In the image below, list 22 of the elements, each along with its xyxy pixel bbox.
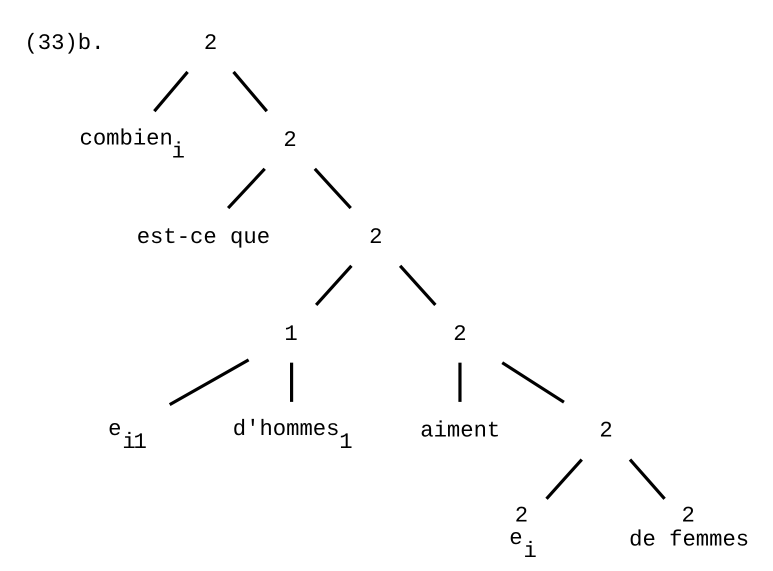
node-text: 2 (204, 30, 218, 56)
connector (458, 362, 462, 402)
connector (628, 458, 666, 500)
node-text: 2 (283, 127, 297, 154)
connector (226, 168, 266, 210)
label: (33)b. (24, 30, 104, 56)
node-text: 2 (453, 320, 467, 347)
node-text: 2 (599, 418, 613, 444)
node-text: aiment (420, 418, 500, 444)
connector (314, 168, 352, 210)
connector (315, 264, 353, 306)
connector (168, 358, 250, 406)
connector (545, 458, 583, 500)
node-text: 1 (284, 320, 298, 347)
connector (398, 264, 437, 306)
connector (153, 70, 189, 112)
node-text: 2 de femmes (629, 502, 750, 553)
connector (232, 70, 268, 112)
connector (290, 362, 294, 402)
connector (501, 361, 565, 404)
node-text: 2 (369, 224, 382, 250)
node-text: est-ce que (136, 224, 270, 250)
